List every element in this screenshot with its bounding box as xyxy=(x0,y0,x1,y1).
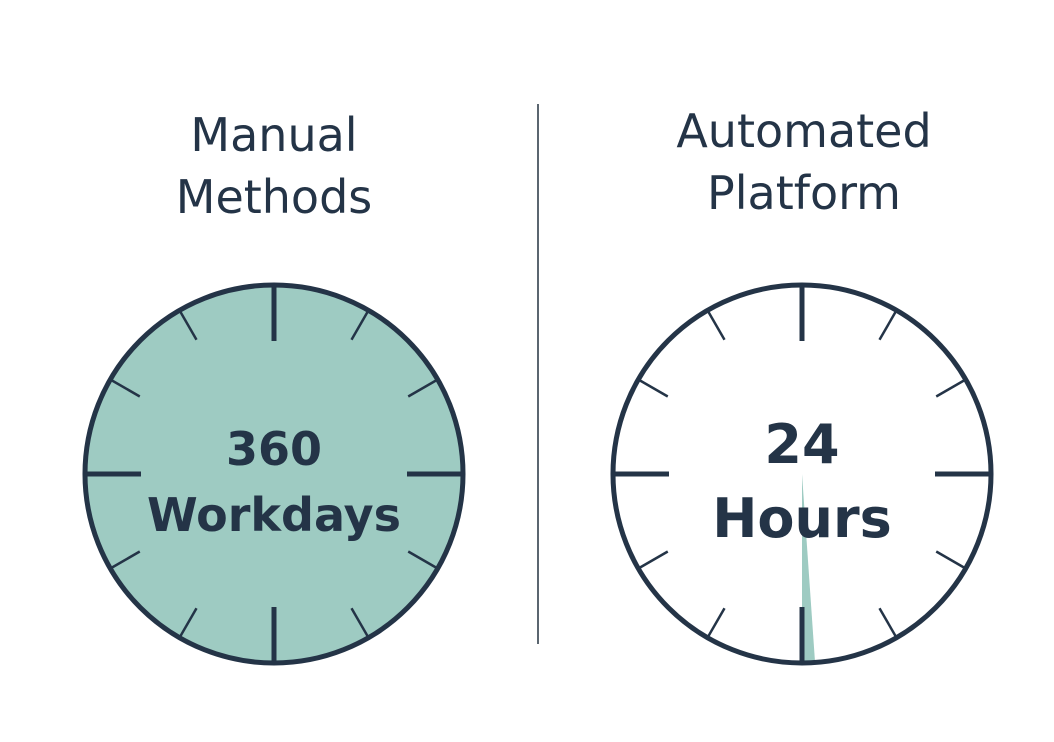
manual-title-line2: Methods xyxy=(175,170,373,224)
manual-tick-5 xyxy=(350,607,369,637)
manual-tick-8 xyxy=(111,550,141,569)
automated-tick-8 xyxy=(639,550,669,569)
automated-tick-7 xyxy=(707,607,726,637)
manual-value: 360 xyxy=(225,422,323,476)
automated-clock-face xyxy=(610,282,994,666)
automated-tick-2 xyxy=(935,379,965,398)
manual-unit: Workdays xyxy=(147,488,401,542)
manual-tick-2 xyxy=(407,379,437,398)
manual-clock-dial: 360 Workdays xyxy=(78,278,470,674)
manual-clock-face xyxy=(82,282,466,666)
automated-elapsed-wedge xyxy=(802,474,816,663)
automated-platform-title: Automated Platform xyxy=(604,100,1004,224)
manual-tick-10 xyxy=(111,379,141,398)
auto-title-line1: Automated xyxy=(676,104,932,158)
manual-dial-label: 360 Workdays xyxy=(78,416,470,548)
automated-dial-label: 24 Hours xyxy=(606,408,998,556)
automated-tick-5 xyxy=(878,607,897,637)
automated-tick-1 xyxy=(878,311,897,341)
manual-title-line1: Manual xyxy=(190,108,358,162)
automated-clock-dial: 24 Hours xyxy=(606,278,998,674)
manual-face-background xyxy=(85,285,463,663)
panel-divider xyxy=(537,104,539,644)
automated-rim xyxy=(610,282,994,666)
automated-tick-10 xyxy=(639,379,669,398)
manual-rim xyxy=(82,282,466,666)
manual-tick-1 xyxy=(350,311,369,341)
manual-tick-4 xyxy=(407,550,437,569)
automated-tick-4 xyxy=(935,550,965,569)
automated-tick-11 xyxy=(707,311,726,341)
manual-tick-7 xyxy=(179,607,198,637)
auto-title-line2: Platform xyxy=(707,166,901,220)
automated-unit: Hours xyxy=(712,487,892,550)
automated-value: 24 xyxy=(764,413,840,476)
manual-tick-11 xyxy=(179,311,198,341)
manual-methods-title: Manual Methods xyxy=(74,104,474,228)
